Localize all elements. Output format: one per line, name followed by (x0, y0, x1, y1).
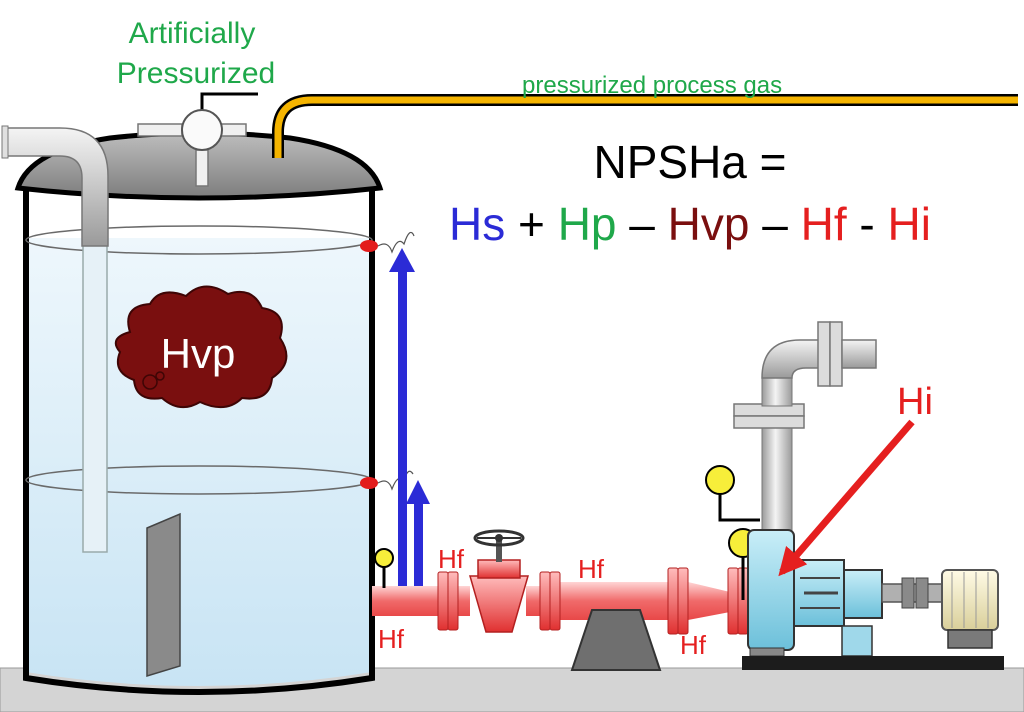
hi-label: Hi (897, 381, 933, 423)
equation-term: – (617, 198, 668, 250)
npsha-equation-lhs: NPSHa = (593, 136, 786, 188)
electric-motor-icon (941, 569, 999, 649)
hf-label-outlet: Hf (378, 624, 405, 654)
equation-term: + (505, 198, 557, 250)
storage-tank (1, 125, 384, 695)
pipe-support (570, 609, 662, 671)
pressurization-valve (137, 92, 258, 187)
discharge-piping (733, 321, 877, 539)
equation-term: – (749, 198, 800, 250)
pump-baseplate (742, 656, 1004, 670)
hf-label-reducer: Hf (680, 630, 707, 660)
centrifugal-pump-icon (747, 529, 945, 657)
equation-term: Hf (801, 198, 847, 250)
level-marker-upper (360, 231, 415, 254)
pipe-flange (549, 571, 561, 631)
hvp-cloud: Hvp (114, 285, 288, 409)
artificially-label: Artificially (129, 17, 256, 50)
equation-term: Hi (888, 198, 931, 250)
pipe-flange (677, 567, 689, 635)
equation-term: Hp (558, 198, 617, 250)
hs-arrow-tall (389, 248, 415, 598)
pipe-flange (539, 571, 551, 631)
hvp-label: Hvp (161, 330, 236, 377)
tank-baffle (146, 512, 181, 678)
hf-label-valve: Hf (438, 544, 465, 574)
gate-valve-icon (469, 529, 529, 633)
pipe-flange (447, 571, 459, 631)
pressurized-label: Pressurized (117, 57, 275, 90)
pressure-gauge-icon (705, 465, 760, 522)
inlet-pipe-bend (3, 127, 109, 247)
npsha-equation-terms: Hs + Hp – Hvp – Hf - Hi (449, 198, 931, 250)
pressure-gauge-icon (374, 548, 394, 588)
hf-label-pipe: Hf (578, 554, 605, 584)
water-surface-upper (25, 225, 373, 255)
equation-term: - (847, 198, 888, 250)
pipe-flange (437, 571, 449, 631)
process-gas-label: pressurized process gas (522, 72, 782, 99)
equation-term: Hvp (668, 198, 750, 250)
pipe-flange (727, 567, 739, 635)
hs-arrow-short (406, 480, 430, 598)
suction-pipe (372, 567, 749, 635)
equation-term: Hs (449, 198, 505, 250)
pipe-flange (667, 567, 679, 635)
hi-arrow (778, 419, 915, 577)
